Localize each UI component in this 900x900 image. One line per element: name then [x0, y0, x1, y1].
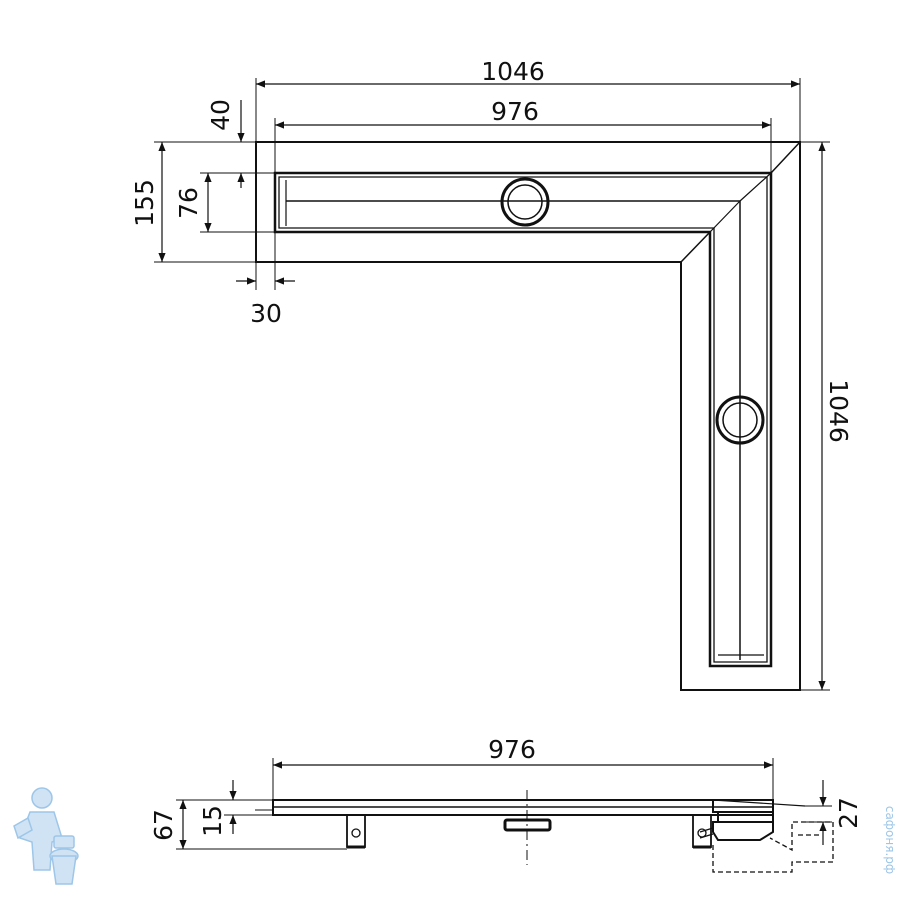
dimension-overall-length: 1046 [800, 141, 853, 691]
side-outlet-body [699, 799, 774, 841]
mitre-line-outer [770, 141, 801, 174]
l-drain-top-view [255, 141, 801, 691]
inner-width-label: 976 [491, 97, 539, 126]
dimension-overall-width: 1046 [255, 57, 801, 142]
drain-outlet-top-inner [507, 184, 543, 220]
dimension-channel-height: 15 [198, 780, 273, 837]
dimension-channel-width: 76 [174, 172, 275, 233]
overall-width-label: 1046 [481, 57, 545, 86]
drain-outlet-right-inner [722, 402, 758, 438]
side-bracket-left [346, 814, 366, 849]
flange-offset-label: 40 [206, 99, 235, 131]
dimension-flange-offset: 40 [206, 99, 275, 188]
channel-length-label: 976 [488, 735, 536, 764]
outlet-height-label: 27 [834, 797, 863, 829]
end-margin-label: 30 [250, 299, 282, 328]
plumber-mascot-logo [13, 787, 79, 885]
side-siphon-dashed [712, 821, 834, 873]
mitre-line-mid-b [709, 200, 741, 233]
dimension-end-margin: 30 [236, 232, 295, 328]
mitre-line-inner [680, 231, 711, 263]
drain-outlet-right [715, 395, 765, 445]
watermark-text: сафоня.рф [883, 806, 897, 874]
dimension-total-height: 67 [149, 799, 347, 850]
side-outlet-stub [503, 818, 552, 832]
total-height-label: 67 [149, 809, 178, 841]
drain-channel-outline [273, 171, 773, 668]
overall-depth-label: 155 [130, 179, 159, 227]
drain-side-view [255, 790, 834, 873]
mitre-line-mid-a [739, 172, 772, 202]
channel-width-label: 76 [174, 187, 203, 219]
dimension-outlet-height: 27 [805, 780, 863, 845]
dimension-channel-length: 976 [272, 735, 774, 800]
drain-outlet-top [500, 177, 550, 227]
dimension-inner-width: 976 [274, 97, 772, 173]
dimension-overall-depth: 155 [130, 141, 256, 263]
overall-length-label: 1046 [824, 379, 853, 443]
channel-height-label: 15 [198, 805, 227, 837]
